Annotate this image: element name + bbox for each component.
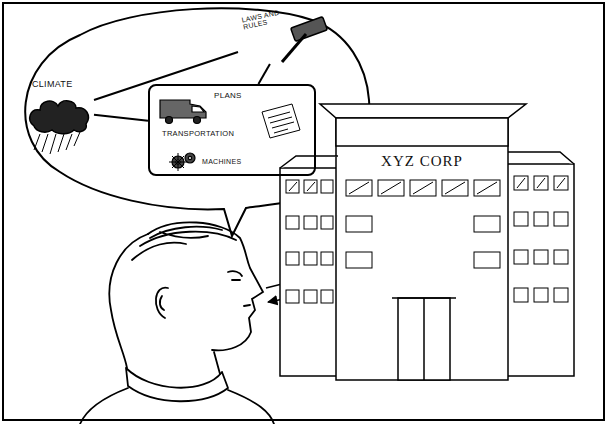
office-building-part-part (289, 178, 565, 191)
transportation-label: TRANSPORTATION (162, 130, 262, 138)
company-name: XYZ CORP (338, 154, 506, 170)
office-building-part-part (554, 212, 568, 226)
office-building-part-part (349, 182, 497, 194)
office-building-part-part (321, 290, 333, 303)
laws-node: LAWS AND RULES (238, 8, 334, 64)
van-icon (160, 100, 206, 124)
man-profile-part (244, 305, 250, 306)
office-building-part-part (534, 212, 548, 226)
office-building-part (392, 297, 456, 299)
company-name-node: XYZ CORP (338, 150, 506, 176)
plans-paper-part (268, 112, 294, 133)
rain-cloud-part (34, 132, 80, 154)
gavel-icon-part (291, 17, 328, 42)
climate-label: CLIMATE (32, 80, 92, 89)
office-building-part-part (554, 288, 568, 302)
man-profile-part (80, 388, 274, 424)
man-profile-part (132, 227, 236, 260)
gavel-icon-part (282, 34, 306, 62)
gears-icon-part (169, 153, 187, 171)
office-building-part-part (534, 250, 548, 264)
office-building-part-part (514, 250, 528, 264)
office-building-part-part (304, 290, 317, 303)
connector-line (258, 64, 269, 84)
office-building-part-part (321, 252, 333, 265)
office-building-part (398, 298, 450, 380)
rain-cloud (30, 101, 89, 154)
plans-label: PLANS (214, 92, 254, 100)
connector-line (94, 115, 148, 121)
office-building-part (280, 168, 338, 376)
man-profile-part (214, 352, 220, 374)
office-building-part-part (304, 252, 317, 265)
office-building-part-part (346, 252, 372, 268)
office-building-part (336, 118, 508, 146)
climate-node: CLIMATE (28, 78, 94, 144)
office-building-part-part (286, 216, 299, 229)
office-building-part-part (286, 290, 299, 303)
office-building-part (286, 176, 568, 303)
man-profile-part (126, 368, 228, 401)
office-building-part (506, 164, 574, 376)
laws-label: LAWS AND RULES (241, 8, 287, 32)
man-profile (80, 222, 274, 424)
office-building-part-part (286, 252, 299, 265)
van-icon-part (166, 117, 173, 124)
gears-icon (169, 153, 195, 171)
man-profile-part (109, 234, 148, 368)
gavel-icon (282, 17, 327, 62)
office-building-part (336, 118, 508, 380)
office-building-part-part (321, 180, 333, 193)
rain-cloud-part (30, 101, 89, 134)
office-building-part (320, 104, 526, 118)
plans-paper-part (262, 104, 300, 138)
office-building-part-part (321, 216, 333, 229)
office-building-part-part (474, 252, 500, 268)
man-profile-part (228, 271, 242, 280)
office-building-part-part (534, 288, 548, 302)
office-building-part-part (304, 216, 317, 229)
frame-border (3, 3, 604, 420)
resources-box: PLANS TRANSPORTATION MACHINES (148, 84, 316, 176)
man-profile-part (148, 222, 263, 350)
office-building-part-part (474, 216, 500, 232)
office-building (280, 104, 574, 380)
office-building-part-part (346, 216, 372, 232)
plans-paper (262, 104, 300, 138)
man-profile-part (156, 288, 168, 318)
office-building-part-part (554, 250, 568, 264)
van-icon-part (194, 117, 201, 124)
van-icon-part (192, 106, 204, 112)
gears-icon-part (188, 156, 191, 159)
van-icon-part (160, 100, 206, 118)
office-building-part-part (514, 212, 528, 226)
office-building-part-part (514, 288, 528, 302)
office-building-part (423, 298, 425, 380)
machines-label: MACHINES (202, 158, 262, 165)
